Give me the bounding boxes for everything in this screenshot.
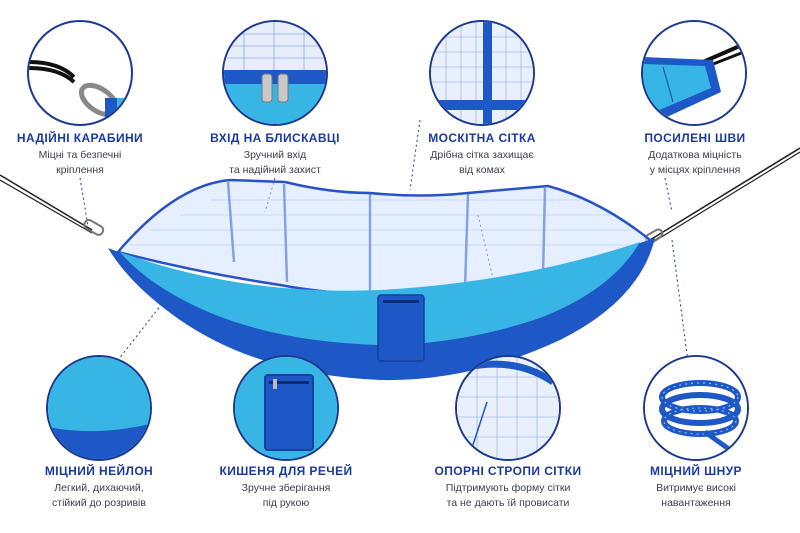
feature-desc-2: від комах [459,164,505,176]
feature-seams: ПОСИЛЕНІ ШВИ Додаткова міцність у місцях… [610,131,780,178]
feature-pocket: КИШЕНЯ ДЛЯ РЕЧЕЙ Зручне зберігання під р… [201,464,371,511]
mosquito-net-icon [431,22,533,124]
feature-desc-1: Міцні та безпечні [38,149,122,161]
feature-desc-1: Зручне зберігання [241,482,331,494]
carabiner-icon [29,60,131,124]
feature-desc-2: стійкий до розривів [52,497,146,509]
rope-circle [643,355,749,461]
feature-desc-1: Дрібна сітка захищає [430,149,534,161]
feature-desc-1: Легкий, дихаючий, [54,482,144,494]
hammock-inner [120,242,640,345]
rope-icon [645,357,747,459]
feature-desc-2: під рукою [262,497,310,509]
feature-title: ПОСИЛЕНІ ШВИ [644,131,746,145]
nylon-fabric-icon [48,357,150,459]
nylon-circle [46,355,152,461]
carabiner-circle [27,20,133,126]
pocket-circle [233,355,339,461]
feature-zipper: ВХІД НА БЛИСКАВЦІ Зручний вхід та надійн… [190,131,360,178]
feature-desc-2: та не дають їй провисати [446,497,570,509]
seam-icon [643,22,745,124]
strap-circle [455,355,561,461]
rope-right [649,147,800,241]
feature-desc-1: Витримує високі [656,482,736,494]
feature-desc-1: Додаткова міцність [648,149,742,161]
seam-circle [641,20,747,126]
feature-desc-1: Зручний вхід [243,149,307,161]
net-circle [429,20,535,126]
rope-left [0,174,93,231]
feature-title: КИШЕНЯ ДЛЯ РЕЧЕЙ [219,464,353,478]
feature-desc-2: у місцях кріплення [649,164,741,176]
feature-rope: МІЦНИЙ ШНУР Витримує високі навантаження [611,464,781,511]
carabiner-left [83,219,105,236]
feature-title: МІЦНИЙ ШНУР [650,464,742,478]
feature-desc-2: та надійний захист [229,164,321,176]
feature-title: ОПОРНІ СТРОПИ СІТКИ [434,464,582,478]
feature-title: ВХІД НА БЛИСКАВЦІ [210,131,340,145]
feature-title: МІЦНИЙ НЕЙЛОН [44,464,154,478]
feature-title: МОСКІТНА СІТКА [428,131,536,145]
hammock-pocket [377,294,425,362]
feature-desc-1: Підтримують форму сітки [445,482,571,494]
pocket-icon [235,357,337,459]
zipper-circle [222,20,328,126]
feature-desc-2: кріплення [56,164,104,176]
feature-carabiners: НАДІЙНІ КАРАБИНИ Міцні та безпечні кріпл… [0,131,165,178]
net-strap-icon [457,357,559,459]
zipper-icon [224,22,326,124]
feature-nylon: МІЦНИЙ НЕЙЛОН Легкий, дихаючий, стійкий … [14,464,184,511]
mosquito-net [115,178,652,297]
feature-net-straps: ОПОРНІ СТРОПИ СІТКИ Підтримують форму сі… [423,464,593,511]
feature-desc-2: навантаження [661,497,731,509]
feature-title: НАДІЙНІ КАРАБИНИ [16,131,144,145]
feature-mosquito-net: МОСКІТНА СІТКА Дрібна сітка захищає від … [397,131,567,178]
